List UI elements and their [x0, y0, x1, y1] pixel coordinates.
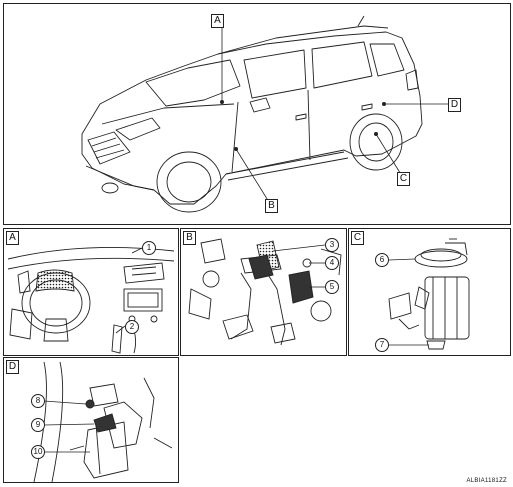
detail-tag-c: C [351, 231, 364, 245]
vehicle-overview-panel: A B C D [3, 3, 511, 225]
callout-6: 6 [375, 253, 389, 267]
vehicle-illustration [81, 15, 448, 213]
detail-panel-c: C 6 7 [348, 228, 511, 356]
callout-10: 10 [31, 445, 45, 459]
location-label-c: C [397, 172, 410, 186]
pedal-assembly-illustration [188, 238, 342, 346]
fuel-pump-illustration [388, 238, 470, 350]
callout-5: 5 [325, 280, 339, 294]
detail-panel-b: B 3 4 5 [180, 228, 347, 356]
location-label-b: B [265, 199, 278, 213]
detail-tag-b: B [183, 231, 196, 245]
evap-canister-illustration [33, 361, 173, 482]
callout-3: 3 [325, 238, 339, 252]
callout-4: 4 [325, 256, 339, 270]
detail-tag-a: A [6, 231, 19, 245]
figure-code: ALBIA1181ZZ [466, 478, 507, 484]
detail-panel-a: A 1 2 [3, 228, 179, 356]
callout-8: 8 [31, 394, 45, 408]
location-label-d: D [448, 98, 461, 112]
detail-panel-d: D 8 9 10 [3, 357, 179, 483]
location-label-a: A [211, 14, 224, 28]
callout-7: 7 [375, 338, 389, 352]
callout-9: 9 [31, 418, 45, 432]
detail-tag-d: D [6, 360, 19, 374]
callout-1: 1 [142, 241, 156, 255]
callout-2: 2 [125, 320, 139, 334]
